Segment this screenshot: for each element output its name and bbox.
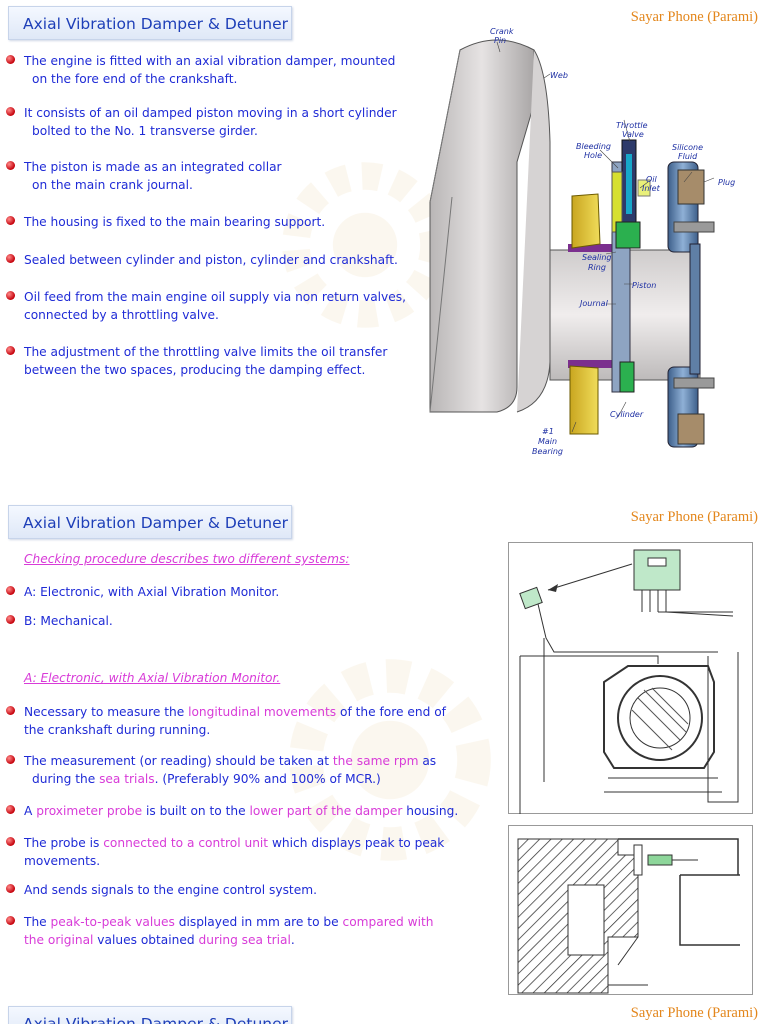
author-credit: Sayar Phone (Parami) (630, 1005, 758, 1021)
svg-text:Silicone: Silicone (672, 143, 703, 152)
proximeter-probe-diagram (508, 825, 753, 995)
bullet-item: Oil feed from the main engine oil supply… (6, 288, 436, 324)
author-credit: Sayar Phone (Parami) (630, 9, 758, 25)
svg-text:Hole: Hole (584, 151, 602, 160)
svg-text:Valve: Valve (622, 130, 644, 139)
bullet-item: The adjustment of the throttling valve l… (6, 343, 436, 379)
svg-text:Pin: Pin (494, 36, 506, 45)
svg-text:Fluid: Fluid (678, 152, 698, 161)
bullet-icon (6, 916, 15, 925)
slide-title: Axial Vibration Damper & Detuner (8, 505, 292, 539)
bullet-icon (6, 216, 15, 225)
bullet-icon (6, 755, 15, 764)
svg-text:Web: Web (550, 71, 568, 80)
svg-text:Journal: Journal (578, 299, 609, 308)
bullet-item: The housing is fixed to the main bearing… (6, 213, 436, 231)
svg-text:Crank: Crank (490, 27, 514, 36)
bullet-item: A proximeter probe is built on to the lo… (6, 802, 476, 820)
svg-text:Main: Main (538, 437, 557, 446)
svg-text:Bleeding: Bleeding (576, 142, 611, 151)
svg-text:#1: #1 (542, 427, 554, 436)
watermark-gear-icon (289, 659, 491, 861)
svg-text:Plug: Plug (718, 178, 735, 187)
svg-text:Bearing: Bearing (532, 447, 563, 456)
section-heading: A: Electronic, with Axial Vibration Moni… (24, 671, 281, 685)
bullet-item: Sealed between cylinder and piston, cyli… (6, 251, 436, 269)
bullet-icon (6, 837, 15, 846)
bullet-item: The piston is made as an integrated coll… (6, 158, 436, 194)
svg-text:Inlet: Inlet (642, 184, 661, 193)
slide-title: Axial Vibration Damper & Detuner (8, 1006, 292, 1024)
slide-2: Axial Vibration Damper & Detuner Sayar P… (0, 500, 768, 1000)
bullet-icon (6, 291, 15, 300)
intro-heading: Checking procedure describes two differe… (24, 552, 350, 566)
bullet-icon (6, 161, 15, 170)
vibration-monitor-diagram (508, 542, 753, 814)
bullet-item: The peak-to-peak values displayed in mm … (6, 913, 476, 949)
bullet-icon (6, 586, 15, 595)
svg-text:Throttle: Throttle (616, 121, 648, 130)
bullet-item: The measurement (or reading) should be t… (6, 752, 466, 788)
bullet-icon (6, 346, 15, 355)
bullet-icon (6, 55, 15, 64)
bullet-icon (6, 805, 15, 814)
bullet-item: A: Electronic, with Axial Vibration Moni… (6, 583, 436, 601)
svg-text:Sealing: Sealing (582, 253, 612, 262)
svg-text:Oil: Oil (646, 175, 658, 184)
diagram-labels: Crank Pin Web Throttle Valve Bleeding Ho… (490, 27, 735, 456)
bullet-icon (6, 254, 15, 263)
svg-text:Cylinder: Cylinder (610, 410, 644, 419)
bullet-item: And sends signals to the engine control … (6, 881, 466, 899)
slide-title: Axial Vibration Damper & Detuner (8, 6, 292, 40)
svg-text:Piston: Piston (632, 281, 656, 290)
bullet-item: The probe is connected to a control unit… (6, 834, 466, 870)
bullet-item: The engine is fitted with an axial vibra… (6, 52, 436, 88)
damper-diagram: Crank Pin Web Throttle Valve Bleeding Ho… (429, 27, 735, 456)
bullet-icon (6, 615, 15, 624)
author-credit: Sayar Phone (Parami) (630, 509, 758, 525)
bullet-icon (6, 107, 15, 116)
bullet-item: It consists of an oil damped piston movi… (6, 104, 436, 140)
bullet-icon (6, 884, 15, 893)
bullet-item: Necessary to measure the longitudinal mo… (6, 703, 466, 739)
slide-3: Axial Vibration Damper & Detuner Sayar P… (0, 1004, 768, 1024)
slide-1: Axial Vibration Damper & Detuner Sayar P… (0, 0, 768, 490)
bullet-icon (6, 706, 15, 715)
svg-text:Ring: Ring (588, 263, 606, 272)
bullet-item: B: Mechanical. (6, 612, 436, 630)
